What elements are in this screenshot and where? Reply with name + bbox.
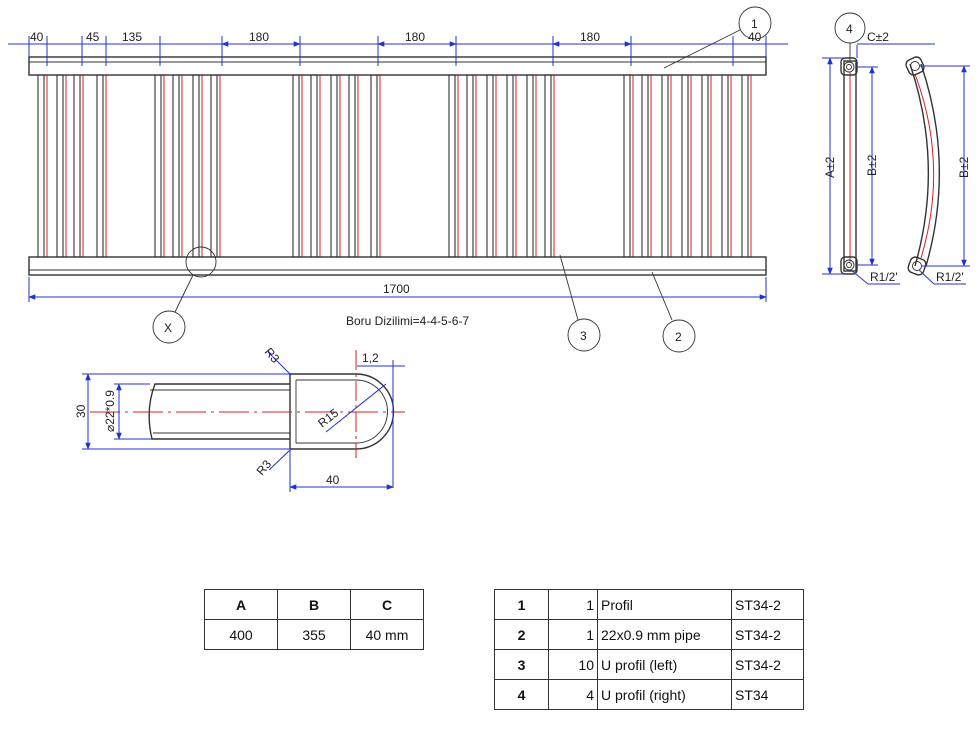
part-material: ST34 bbox=[731, 679, 804, 710]
pipe bbox=[466, 74, 474, 258]
dimensions-table-header: A B C bbox=[204, 589, 424, 620]
part-number: 4 bbox=[494, 679, 549, 710]
balloon-4-label: 4 bbox=[846, 22, 853, 36]
pipe bbox=[56, 74, 64, 258]
pipe-diameter-label: ⌀22*0.9 bbox=[103, 390, 117, 432]
detail-x: R15 30 ⌀22*0.9 1,2 R3 R3 40 bbox=[74, 345, 405, 492]
pipe-group bbox=[37, 74, 752, 258]
part-material: ST34-2 bbox=[731, 649, 804, 680]
pipe bbox=[741, 74, 749, 258]
dim-45: 45 bbox=[86, 30, 100, 44]
table-row: 4 4 U profil (right) ST34 bbox=[494, 679, 804, 710]
value-b: 355 bbox=[277, 619, 351, 650]
side-view-curved: B±2 R1/2' bbox=[905, 56, 971, 285]
radius-bottom-label: R3 bbox=[254, 457, 275, 478]
pipe-arrangement-note: Boru Dizilimi=4-4-5-6-7 bbox=[346, 314, 469, 328]
pipe bbox=[721, 74, 729, 258]
pipe bbox=[210, 74, 218, 258]
pipe bbox=[37, 74, 45, 258]
pipe bbox=[310, 74, 318, 258]
pipe bbox=[544, 74, 552, 258]
balloon-x-label: X bbox=[164, 321, 172, 335]
part-number: 1 bbox=[494, 589, 549, 620]
front-view: 40 45 135 180 180 180 40 1700 Boru Dizil… bbox=[8, 6, 788, 353]
table-row: 3 10 U profil (left) ST34-2 bbox=[494, 649, 804, 680]
dimensions-table-values: 400 355 40 mm bbox=[204, 619, 424, 650]
part-number: 3 bbox=[494, 649, 549, 680]
balloon-1 bbox=[738, 6, 772, 40]
parts-table: 1 1 Profil ST34-2 2 1 22x0.9 mm pipe ST3… bbox=[494, 589, 804, 710]
part-number: 2 bbox=[494, 619, 549, 650]
value-a: 400 bbox=[204, 619, 278, 650]
part-material: ST34-2 bbox=[731, 619, 804, 650]
top-dimension-chain: 40 45 135 180 180 180 40 bbox=[8, 30, 788, 66]
part-quantity: 10 bbox=[548, 649, 598, 680]
overall-length-dimension: 1700 bbox=[28, 277, 767, 302]
part-description: 22x0.9 mm pipe bbox=[597, 619, 732, 650]
pipe bbox=[526, 74, 534, 258]
radius-bend-label: R15 bbox=[315, 406, 341, 431]
pipe bbox=[348, 74, 356, 258]
height-30-label: 30 bbox=[74, 404, 88, 418]
dim-a-label: A±2 bbox=[823, 156, 837, 178]
pipe bbox=[154, 74, 162, 258]
part-description: U profil (left) bbox=[597, 649, 732, 680]
pipe bbox=[370, 74, 378, 258]
dim-b-curved-label: B±2 bbox=[957, 156, 971, 178]
part-description: Profil bbox=[597, 589, 732, 620]
dim-40-right: 40 bbox=[748, 30, 762, 44]
value-c: 40 mm bbox=[350, 619, 424, 650]
balloon-1-label: 1 bbox=[751, 17, 758, 31]
header-a: A bbox=[204, 589, 278, 620]
balloon-3-label: 3 bbox=[580, 329, 587, 343]
balloon-2-label: 2 bbox=[675, 330, 682, 344]
dim-180-c: 180 bbox=[580, 30, 600, 44]
balloon-x bbox=[152, 310, 186, 344]
pipe bbox=[73, 74, 81, 258]
pipe bbox=[661, 74, 669, 258]
dim-b-label: B±2 bbox=[865, 154, 879, 176]
part-description: U profil (right) bbox=[597, 679, 732, 710]
pipe bbox=[172, 74, 180, 258]
pipe bbox=[96, 74, 104, 258]
part-quantity: 1 bbox=[548, 619, 598, 650]
pipe bbox=[681, 74, 689, 258]
pipe bbox=[192, 74, 200, 258]
depth-40-label: 40 bbox=[326, 473, 340, 487]
dim-c-label: C±2 bbox=[867, 30, 889, 44]
balloon-3 bbox=[567, 318, 601, 352]
dim-180-b: 180 bbox=[405, 30, 425, 44]
pipe bbox=[641, 74, 649, 258]
part-material: ST34-2 bbox=[731, 589, 804, 620]
pipe bbox=[701, 74, 709, 258]
top-header-bar bbox=[28, 56, 767, 76]
pipe bbox=[486, 74, 494, 258]
part-quantity: 1 bbox=[548, 589, 598, 620]
pipe bbox=[506, 74, 514, 258]
wall-thickness-label: 1,2 bbox=[362, 351, 379, 365]
table-row: 1 1 Profil ST34-2 bbox=[494, 589, 804, 620]
bottom-header-bar bbox=[28, 256, 767, 276]
header-b: B bbox=[277, 589, 351, 620]
side-view: 4 A±2 B±2 C±2 R1/2' bbox=[822, 12, 935, 285]
pipe bbox=[292, 74, 300, 258]
pipe bbox=[623, 74, 631, 258]
header-c: C bbox=[350, 589, 424, 620]
pipe bbox=[448, 74, 456, 258]
dim-135: 135 bbox=[122, 30, 142, 44]
balloon-2 bbox=[662, 319, 696, 353]
thread-label: R1/2' bbox=[870, 270, 898, 284]
table-row: 2 1 22x0.9 mm pipe ST34-2 bbox=[494, 619, 804, 650]
part-quantity: 4 bbox=[548, 679, 598, 710]
thread-curved-label: R1/2' bbox=[936, 270, 964, 284]
pipe bbox=[330, 74, 338, 258]
dim-40-left: 40 bbox=[30, 30, 44, 44]
dimensions-table: A B C 400 355 40 mm bbox=[204, 589, 424, 650]
dim-180-a: 180 bbox=[249, 30, 269, 44]
overall-length-label: 1700 bbox=[383, 282, 410, 296]
